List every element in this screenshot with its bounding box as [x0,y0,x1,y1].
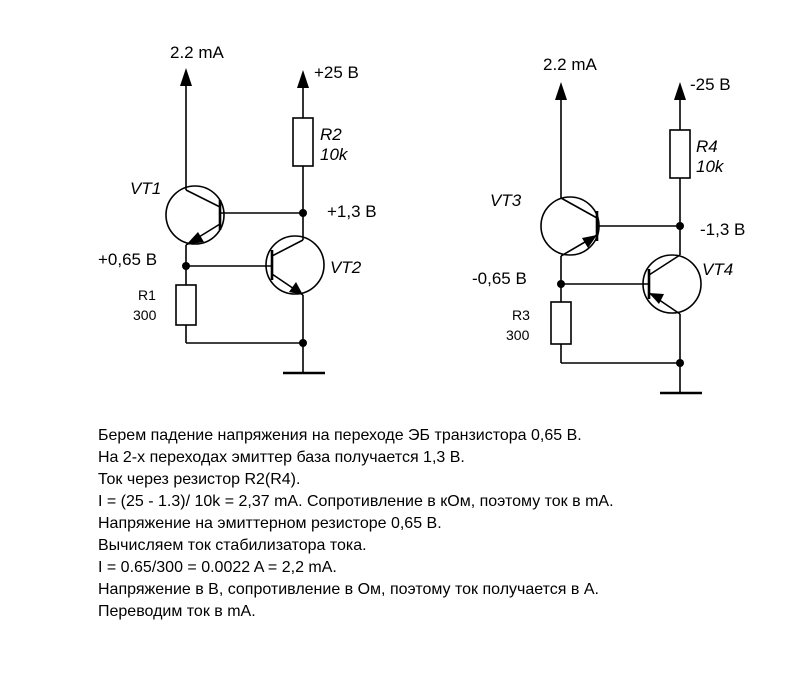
resistor-r1 [175,284,197,326]
right-output-current: 2.2 mA [543,55,598,74]
right-base-voltage: -0,65 В [472,269,527,288]
transistor-vt4 [642,254,702,315]
left-circuit: 2.2 mA +25 В R2 10k +1,3 В VT1 +0,65 В [98,43,377,375]
supply-arrow-right [674,82,686,100]
r4-value: 10k [696,157,725,176]
explanation-line: Вычисляем ток стабилизатора тока. [98,537,367,554]
r1-name: R1 [138,287,156,303]
output-arrow-right [555,82,567,100]
transistor-vt2 [265,235,325,296]
vt3-label: VT3 [490,191,522,210]
transistor-vt1 [165,185,225,246]
left-node-voltage: +1,3 В [327,202,377,221]
r3-value: 300 [506,327,530,343]
explanation-line: I = (25 - 1.3)/ 10k = 2,37 mA. Сопротивл… [98,493,614,510]
explanation-text: Берем падение напряжения на переходе ЭБ … [98,425,778,623]
r2-value: 10k [320,145,349,164]
left-output-current: 2.2 mA [170,43,225,62]
left-base-voltage: +0,65 В [98,250,157,269]
output-arrow-left [180,68,192,86]
resistor-r2 [292,117,314,167]
explanation-line: Переводим ток в mA. [98,603,256,620]
vt2-label: VT2 [330,258,362,277]
explanation-line: Напряжение на эмиттерном резисторе 0,65 … [98,515,442,532]
explanation-line: I = 0.65/300 = 0.0022 A = 2,2 mA. [98,559,337,576]
right-node-voltage: -1,3 В [700,220,745,239]
right-supply-label: -25 В [690,75,731,94]
explanation-line: На 2-х переходах эмиттер база получается… [98,449,465,466]
vt4-label: VT4 [702,260,733,279]
explanation-line: Берем падение напряжения на переходе ЭБ … [98,427,582,444]
explanation-line: Ток через резистор R2(R4). [98,471,301,488]
r1-value: 300 [133,307,157,323]
supply-arrow-left [297,70,309,88]
explanation-line: Напряжение в В, сопротивление в Ом, поэт… [98,581,599,598]
resistor-r4 [669,129,691,179]
right-circuit: 2.2 mA -25 В R4 10k -1,3 В VT3 -0,65 В [472,55,745,395]
r2-name: R2 [320,125,342,144]
left-supply-label: +25 В [314,63,359,82]
r3-name: R3 [512,307,530,323]
schematic: 2.2 mA +25 В R2 10k +1,3 В VT1 +0,65 В [98,43,745,395]
transistor-vt3 [540,196,600,257]
r4-name: R4 [696,137,718,156]
vt1-label: VT1 [130,179,161,198]
resistor-r3 [550,301,572,345]
